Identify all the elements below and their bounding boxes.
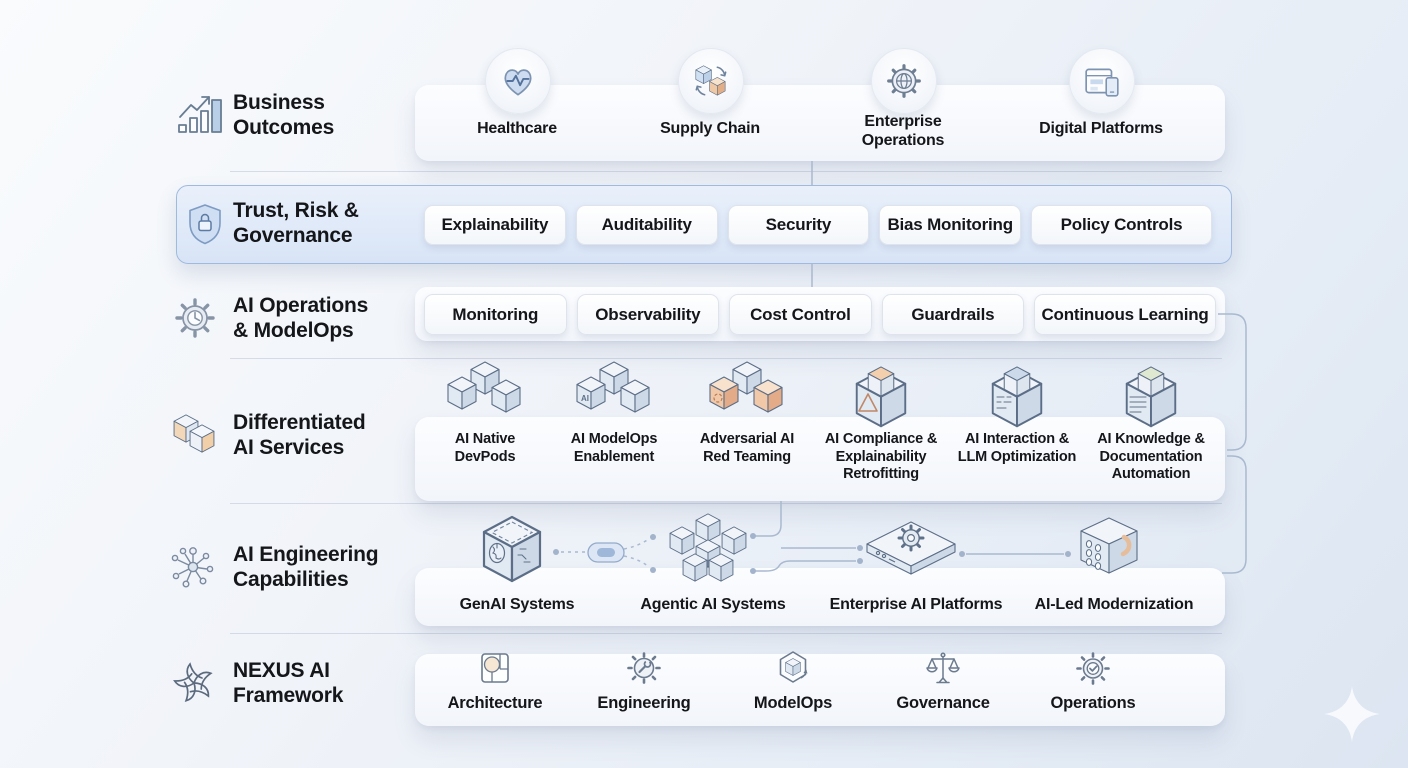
scales-icon <box>926 652 960 684</box>
aiops-pill-row: Monitoring Observability Cost Control Gu… <box>424 294 1216 335</box>
supply-chain-badge <box>678 48 744 114</box>
capability-label: Agentic AI Systems <box>640 596 786 613</box>
framework-label: Engineering <box>597 694 691 712</box>
swirl-icon <box>173 662 213 702</box>
section-title-business-outcomes: Business Outcomes <box>233 91 335 139</box>
enterprise-operations-badge <box>871 48 937 114</box>
supply-boxes-icon <box>695 65 727 96</box>
digital-platforms-badge <box>1069 48 1135 114</box>
blueprint-icon <box>481 653 509 683</box>
network-hub-icon <box>171 547 214 588</box>
row-divider <box>230 171 1222 172</box>
pill-continuous-learning: Continuous Learning <box>1034 294 1216 335</box>
engineering-panel <box>415 568 1225 626</box>
service-label: AI Compliance & Explainability Retrofitt… <box>824 431 938 482</box>
capability-label: AI-Led Modernization <box>1034 596 1194 613</box>
shield-lock-icon <box>189 204 221 245</box>
service-label: AI ModelOps Enablement <box>570 431 658 465</box>
pill-policy-controls: Policy Controls <box>1031 205 1212 245</box>
pill-guardrails: Guardrails <box>881 294 1025 335</box>
sparkle-icon <box>1324 686 1380 742</box>
framework-label: Architecture <box>447 694 543 712</box>
business-item-label: Healthcare <box>477 120 557 137</box>
service-label: Adversarial AI Red Teaming <box>699 431 795 465</box>
section-title-services: Differentiated AI Services <box>233 411 366 459</box>
row-divider <box>230 503 1222 504</box>
business-item-label: Digital Platforms <box>1039 120 1163 137</box>
business-item-label: Enterprise Operations <box>861 113 945 149</box>
gear-wrench-icon <box>627 652 661 684</box>
pill-observability: Observability <box>576 294 720 335</box>
section-title-engineering: AI Engineering Capabilities <box>233 543 379 591</box>
service-label: AI Knowledge & Documentation Automation <box>1097 431 1205 482</box>
cubes-red-icon <box>709 361 783 413</box>
box-doc-icon <box>1125 366 1177 428</box>
section-title-nexus: NEXUS AI Framework <box>233 659 344 707</box>
brain-cube-icon <box>482 515 542 583</box>
gear-check-icon <box>1076 652 1110 685</box>
cubes-pyramid-icon <box>447 361 521 413</box>
bar-chart-growth-icon <box>178 96 222 133</box>
service-label: AI Native DevPods <box>454 431 516 465</box>
box-text-icon <box>991 366 1043 428</box>
cubes-ai-icon: AI <box>576 361 650 413</box>
pill-cost-control: Cost Control <box>729 294 872 335</box>
platform-gear-icon <box>866 521 956 575</box>
browser-device-icon <box>1085 68 1119 97</box>
pill-security: Security <box>727 205 870 245</box>
row-divider <box>230 358 1222 359</box>
trust-pill-row: Explainability Auditability Security Bia… <box>424 205 1212 245</box>
modernization-box-icon <box>1080 517 1138 574</box>
row-divider <box>230 633 1222 634</box>
section-title-trust: Trust, Risk & Governance <box>233 199 359 247</box>
svg-text:AI: AI <box>581 394 589 403</box>
framework-label: Governance <box>896 694 990 712</box>
cube-cluster-icon <box>669 513 747 582</box>
service-label: AI Interaction & LLM Optimization <box>957 431 1077 465</box>
capability-label: GenAI Systems <box>459 596 575 613</box>
heart-pulse-icon <box>504 69 532 96</box>
business-item-label: Supply Chain <box>660 120 760 137</box>
box-warning-icon <box>855 366 907 428</box>
pill-auditability: Auditability <box>575 205 718 245</box>
hexagon-cube-icon <box>779 651 808 683</box>
pill-monitoring: Monitoring <box>424 294 567 335</box>
pill-bias-monitoring: Bias Monitoring <box>879 205 1022 245</box>
gear-globe-icon <box>887 64 921 98</box>
services-panel <box>415 417 1225 501</box>
section-title-aiops: AI Operations & ModelOps <box>233 294 369 342</box>
framework-label: ModelOps <box>753 694 833 712</box>
pill-explainability: Explainability <box>424 205 566 245</box>
gear-clock-icon <box>175 298 215 338</box>
cube-stack-icon <box>173 414 215 453</box>
framework-label: Operations <box>1050 694 1136 712</box>
healthcare-badge <box>485 48 551 114</box>
capability-label: Enterprise AI Platforms <box>829 596 1003 613</box>
